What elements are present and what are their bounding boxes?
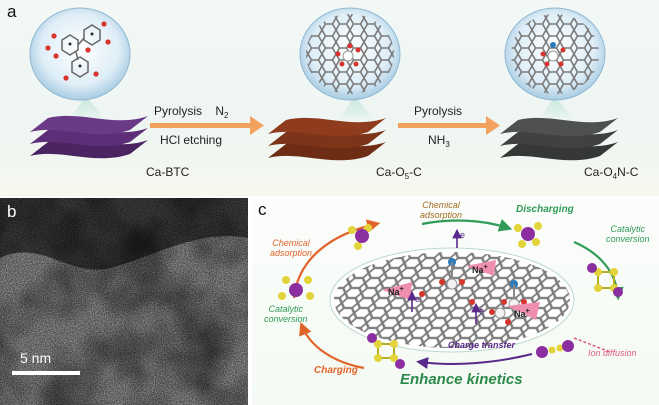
scale-bar (12, 371, 80, 375)
haadf-stem-micrograph (0, 198, 248, 405)
scale-bar-label: 5 nm (20, 350, 52, 366)
charge-transfer-arrow (416, 353, 533, 369)
na-label: Na+ (388, 284, 404, 297)
electron-label: e (460, 230, 466, 240)
ca-o4nc-structure-bubble (504, 7, 606, 118)
step2-label-line1: Pyrolysis (414, 104, 463, 118)
panel-c-label: c (258, 200, 267, 219)
panel-a: a (0, 0, 659, 196)
material-name-ca-o5c: Ca-O5-C (376, 165, 422, 181)
graphene-sheet (329, 247, 575, 353)
electron-label: e (415, 294, 421, 304)
enhance-kinetics-label: Enhance kinetics (400, 371, 523, 388)
step1-label-line1: Pyrolysis N2 (154, 104, 229, 120)
discharging-label: Discharging (516, 204, 574, 215)
process-arrow-1 (150, 116, 264, 135)
step2-label-line2: NH3 (428, 133, 450, 149)
ion-diffusion-label: Ion diffusion (588, 348, 637, 358)
ca-o5c-sheets (268, 117, 386, 161)
process-arrow-2 (398, 116, 500, 135)
electron-label: e (479, 306, 485, 316)
ca-o5c-structure-bubble (299, 7, 401, 118)
charging-label: Charging (314, 365, 358, 376)
polysulfide-cluster-right (587, 263, 623, 297)
ca-btc-sheets (30, 115, 148, 159)
charge-transfer-label: Charge transfer (448, 340, 516, 350)
na-label: Na+ (472, 262, 488, 275)
panel-c-graphic (278, 218, 624, 370)
polysulfide-cluster-top-right (514, 222, 542, 248)
polysulfide-cluster-top-left (348, 224, 372, 250)
panel-b-label: b (7, 202, 17, 221)
material-name-ca-btc: Ca-BTC (146, 165, 190, 179)
polysulfide-cluster-left (278, 276, 314, 300)
na-label: Na+ (514, 306, 530, 319)
panel-a-graphic (29, 7, 618, 161)
btc-molecule-bubble (29, 7, 131, 118)
panel-b-tem-image: b (0, 198, 248, 405)
polysulfide-chain-bottom-right (536, 340, 574, 358)
panel-a-label: a (7, 2, 17, 21)
polysulfide-cluster-bottom-left (367, 333, 405, 369)
material-name-ca-o4nc: Ca-O4N-C (584, 165, 639, 181)
step1-label-line2: HCl etching (160, 133, 223, 147)
panel-c-mechanism: c (252, 198, 659, 405)
ca-o4nc-sheets (500, 117, 618, 161)
cycle-arrow-top (421, 218, 513, 232)
ion-diffusion-line (573, 337, 611, 353)
cycle-arrow-left-bottom (299, 321, 365, 370)
na-ion-markers (382, 260, 540, 320)
